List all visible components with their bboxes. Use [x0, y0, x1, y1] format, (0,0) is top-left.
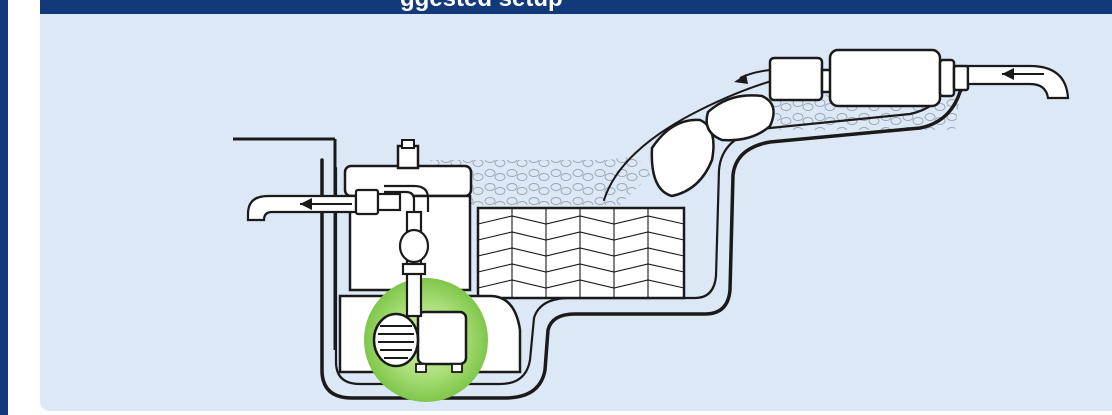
pond-setup-diagram: [40, 0, 1112, 411]
inlet-hose: [968, 66, 1068, 98]
filter-media-icon: [478, 208, 684, 298]
uv-clarifier-icon: [770, 50, 968, 106]
pond-wall: [233, 139, 335, 350]
left-accent-rail: [0, 0, 8, 415]
flow-arrow-return: [734, 70, 770, 84]
left-margin: [8, 0, 40, 415]
diagram-panel: ggested setup: [40, 0, 1112, 411]
submersible-pump-icon: [374, 312, 466, 372]
